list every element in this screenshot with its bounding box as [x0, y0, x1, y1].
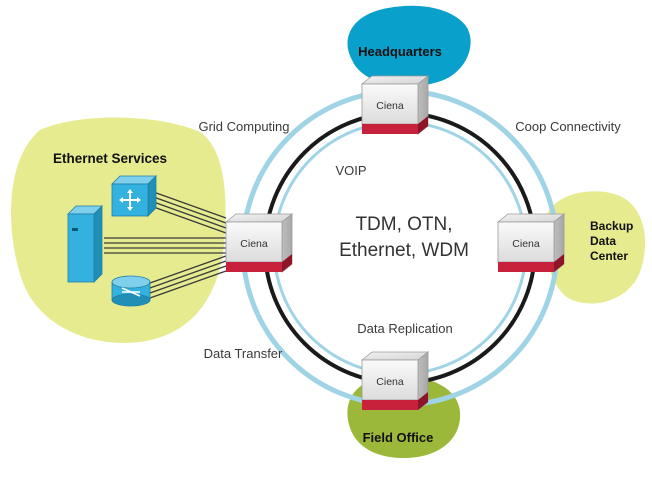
ciena-node-left: Ciena	[225, 213, 293, 273]
field-office-label: Field Office	[363, 430, 434, 445]
ciena-node-top: Ciena	[361, 75, 429, 135]
switch-icon	[111, 175, 157, 217]
data-replication-label: Data Replication	[357, 321, 452, 336]
ethernet-services-label: Ethernet Services	[53, 151, 167, 166]
ciena-node-bottom-label: Ciena	[376, 376, 404, 388]
grid-computing-label: Grid Computing	[198, 119, 289, 134]
backup-label-line1: Backup	[590, 219, 633, 233]
ciena-node-right: Ciena	[497, 213, 565, 273]
ciena-node-left-label: Ciena	[240, 238, 268, 250]
headquarters-blob	[347, 5, 471, 87]
ethernet-services-blob	[11, 117, 226, 343]
data-transfer-label: Data Transfer	[204, 346, 283, 361]
router-icon	[111, 275, 151, 307]
ciena-node-bottom: Ciena	[361, 351, 429, 411]
voip-label: VOIP	[335, 163, 366, 178]
coop-connectivity-label: Coop Connectivity	[515, 119, 621, 134]
center-text-line1: TDM, OTN,	[355, 214, 452, 235]
ciena-node-top-label: Ciena	[376, 100, 404, 112]
center-text-line2: Ethernet, WDM	[339, 240, 469, 261]
ciena-node-right-label: Ciena	[512, 238, 540, 250]
headquarters-label: Headquarters	[358, 44, 442, 59]
backup-label-line3: Center	[590, 249, 628, 263]
backup-data-center-blob	[544, 191, 646, 304]
device-connections	[104, 189, 227, 299]
backup-label-line2: Data	[590, 234, 616, 248]
server-icon	[67, 205, 103, 283]
